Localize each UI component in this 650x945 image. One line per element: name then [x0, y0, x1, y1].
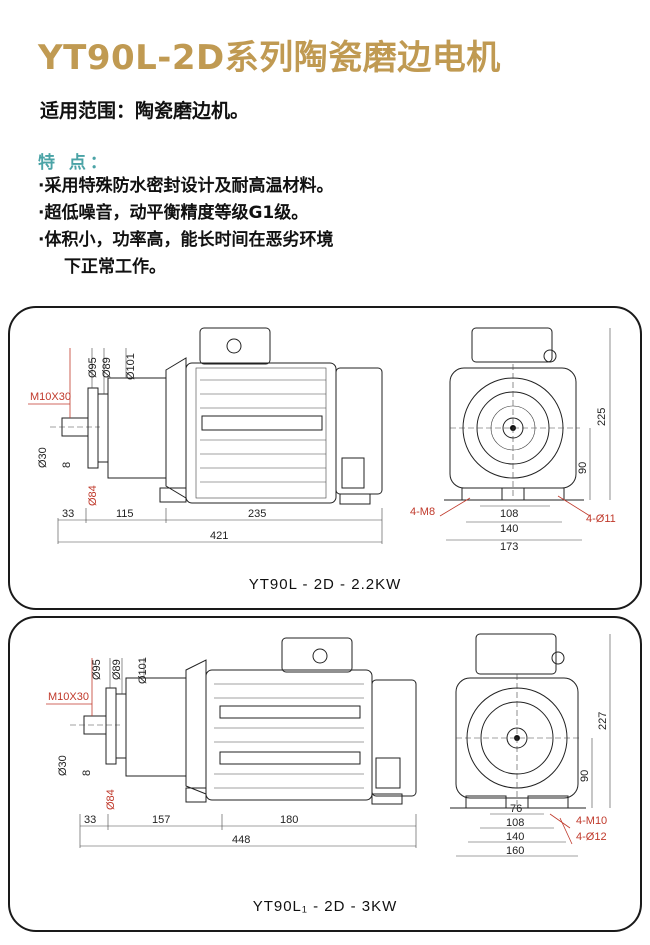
thread-label: M10X30 — [30, 391, 71, 403]
dim-w108: 108 — [506, 817, 524, 829]
feature-item: ·采用特殊防水密封设计及耐高温材料。 — [38, 176, 334, 196]
dim-d101: Ø101 — [125, 353, 137, 380]
model-label-1: YT90L - 2D - 2.2KW — [248, 576, 402, 593]
page-title: YT90L-2D系列陶瓷磨边电机 — [38, 38, 501, 78]
dim-h90: 90 — [577, 462, 589, 474]
dim-d89: Ø89 — [111, 659, 123, 680]
dim-w8: 8 — [61, 462, 73, 468]
thread-label: M10X30 — [48, 691, 89, 703]
side-view-1: M10X30 Ø95 Ø89 Ø101 Ø30 8 Ø84 33 115 235… — [28, 327, 383, 544]
dim-d30: Ø30 — [57, 755, 69, 776]
dim-w8: 8 — [81, 770, 93, 776]
dim-h90: 90 — [579, 770, 591, 782]
drawing-panel-3kw: M10X30 Ø95 Ø89 Ø101 Ø30 8 Ø84 33 157 180… — [8, 616, 642, 932]
feature-item: ·体积小，功率高，能长时间在恶劣环境 — [38, 230, 334, 250]
feet-label: 4-Ø12 — [576, 831, 607, 843]
dim-l235: 235 — [248, 508, 266, 520]
dim-d101: Ø101 — [137, 657, 149, 684]
feature-item: ·超低噪音，动平衡精度等级G1级。 — [38, 203, 309, 223]
dim-w76: 76 — [510, 803, 522, 815]
end-view-1: 225 90 4-M8 108 140 173 4-Ø11 — [410, 327, 616, 553]
dim-d84: Ø84 — [87, 485, 99, 506]
dim-d95: Ø95 — [87, 357, 99, 378]
dim-h225: 225 — [596, 408, 608, 426]
holes-label: 4-M10 — [576, 815, 607, 827]
features-list: ·采用特殊防水密封设计及耐高温材料。 ·超低噪音，动平衡精度等级G1级。 ·体积… — [38, 173, 333, 281]
dim-d95: Ø95 — [91, 659, 103, 680]
holes-label: 4-M8 — [410, 506, 435, 518]
dim-l33: 33 — [62, 508, 74, 520]
usage-text: 适用范围：陶瓷磨边机。 — [40, 100, 250, 122]
dim-l157: 157 — [152, 814, 170, 826]
dim-w173: 173 — [500, 541, 518, 553]
dim-l448: 448 — [232, 834, 250, 846]
end-view-2: 227 90 76 108 140 160 4-M10 4-Ø12 — [450, 633, 611, 857]
dim-w160: 160 — [506, 845, 524, 857]
drawing-panel-2-2kw: M10X30 Ø95 Ø89 Ø101 Ø30 8 Ø84 33 115 235… — [8, 306, 642, 610]
dim-d30: Ø30 — [37, 447, 49, 468]
dim-l180: 180 — [280, 814, 298, 826]
side-view-2: M10X30 Ø95 Ø89 Ø101 Ø30 8 Ø84 33 157 180… — [46, 637, 417, 848]
features-heading: 特 点： — [38, 153, 111, 173]
model-label-2: YT90L₁ - 2D - 3KW — [252, 898, 398, 915]
dim-w140: 140 — [506, 831, 524, 843]
motor-drawing-2: M10X30 Ø95 Ø89 Ø101 Ø30 8 Ø84 33 157 180… — [46, 633, 611, 857]
dim-d84: Ø84 — [105, 789, 117, 810]
feature-item-continuation: 下正常工作。 — [64, 257, 166, 277]
feet-label: 4-Ø11 — [586, 513, 616, 525]
dim-h227: 227 — [597, 712, 609, 730]
dim-l115: 115 — [116, 508, 134, 520]
dim-d89: Ø89 — [101, 357, 113, 378]
dim-w108: 108 — [500, 508, 518, 520]
motor-drawing-1: M10X30 Ø95 Ø89 Ø101 Ø30 8 Ø84 33 115 235… — [28, 327, 616, 553]
dim-l421: 421 — [210, 530, 228, 542]
dim-w140: 140 — [500, 523, 518, 535]
dim-l33: 33 — [84, 814, 96, 826]
